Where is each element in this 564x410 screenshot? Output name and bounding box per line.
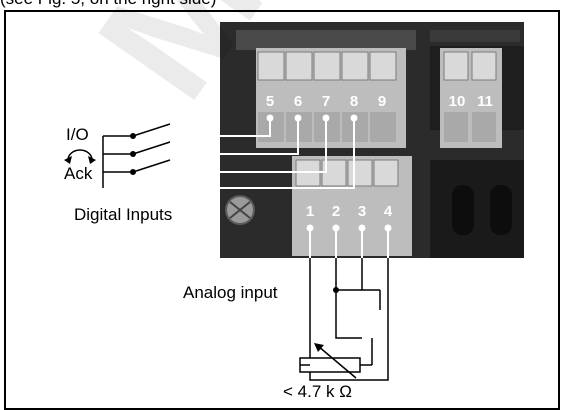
terminal-10: 10	[449, 93, 466, 110]
digital-inputs-label: Digital Inputs	[74, 205, 173, 224]
analog-white-lines	[309, 228, 389, 258]
terminal-3: 3	[358, 203, 366, 220]
terminal-7: 7	[322, 93, 330, 110]
terminal-11: 11	[477, 93, 493, 110]
terminal-5: 5	[266, 93, 274, 110]
terminal-1: 1	[306, 203, 314, 220]
terminal-8: 8	[350, 93, 358, 110]
potentiometer-wiper-arrow	[317, 345, 357, 379]
header-text: (see Fig. 5, on the right side)	[0, 0, 216, 9]
ack-label: Ack	[64, 164, 93, 183]
terminal-6: 6	[294, 93, 302, 110]
terminal-4: 4	[384, 203, 393, 220]
terminal-9: 9	[378, 93, 386, 110]
digital-input-wiring	[102, 123, 171, 173]
digital-input-lines	[103, 118, 355, 189]
resistance-label: < 4.7 k Ω	[283, 382, 352, 401]
ack-rotate-icon	[67, 149, 93, 161]
right-terminal-strip	[440, 48, 502, 148]
digital-input-dots	[266, 114, 358, 122]
terminal-2: 2	[332, 203, 340, 220]
io-label: I/O	[66, 125, 89, 144]
analog-input-label: Analog input	[183, 283, 278, 302]
top-terminal-strip	[256, 48, 406, 148]
